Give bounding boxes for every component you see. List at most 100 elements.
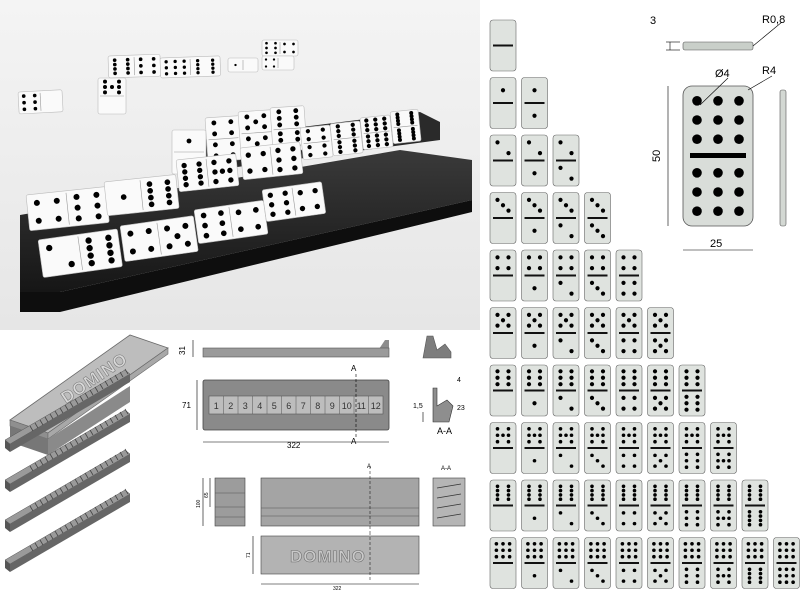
pip [200, 212, 207, 219]
pip [621, 280, 626, 285]
pip [759, 554, 764, 559]
photo-domino [37, 228, 123, 278]
pip [601, 493, 605, 497]
photo-domino [261, 181, 326, 222]
pip [727, 493, 731, 497]
pip [526, 323, 532, 328]
pip [501, 542, 505, 546]
pip [716, 573, 720, 578]
pip [148, 201, 155, 208]
pip [526, 548, 530, 553]
dim-hole: Ø4 [715, 68, 730, 80]
pip [590, 433, 594, 438]
pip [103, 79, 107, 84]
pip [532, 573, 537, 578]
pip [747, 576, 752, 580]
domino-tile [678, 364, 706, 417]
pip [595, 433, 600, 438]
pip [120, 194, 127, 200]
pip [507, 542, 512, 546]
photo-domino [175, 153, 240, 192]
pip [563, 318, 569, 323]
pip [652, 554, 656, 559]
pip [778, 554, 782, 559]
pip [791, 580, 795, 584]
pip [173, 59, 177, 64]
pip [664, 488, 668, 493]
pip [495, 382, 500, 387]
pip [747, 484, 752, 489]
pip [558, 266, 563, 271]
slot-number: 4 [257, 401, 262, 411]
pip [375, 138, 380, 143]
pip [558, 165, 563, 170]
pip [532, 401, 537, 406]
pip [728, 542, 732, 546]
pip [716, 493, 720, 497]
pip [396, 121, 401, 126]
photo-domino [261, 39, 299, 57]
pip [320, 127, 325, 132]
pip [173, 65, 178, 70]
domino-tile [710, 479, 737, 532]
tray-side-view: 31 [178, 340, 390, 358]
pip [196, 71, 200, 75]
pip [684, 458, 689, 463]
pip [621, 464, 626, 468]
pip [532, 113, 537, 118]
pip [307, 144, 312, 150]
pip [88, 259, 95, 267]
pip [727, 580, 731, 584]
pip [713, 96, 723, 106]
pip [244, 114, 250, 120]
slot-number: 3 [243, 401, 248, 411]
pip [526, 266, 532, 271]
pip [627, 542, 631, 546]
pip [182, 222, 189, 229]
pip [272, 58, 276, 61]
pip [532, 433, 537, 438]
pip [264, 58, 268, 61]
pip [684, 401, 689, 406]
pip [665, 548, 669, 553]
pip [352, 138, 357, 143]
pip [211, 70, 215, 74]
pip [312, 187, 318, 194]
pip [213, 178, 219, 185]
pip [684, 510, 689, 514]
pip [293, 114, 299, 120]
slot-number: 2 [228, 401, 233, 411]
pip [747, 518, 752, 523]
pip [664, 579, 668, 583]
pip [600, 234, 606, 239]
pip [602, 542, 606, 546]
pip [507, 554, 512, 559]
pip [621, 579, 626, 583]
pip [275, 147, 281, 154]
pip [495, 427, 500, 431]
pip [716, 497, 720, 502]
pip [558, 395, 563, 400]
pip [632, 266, 637, 271]
pip [632, 568, 637, 573]
pip [695, 573, 700, 578]
pip [228, 119, 234, 125]
pip [621, 312, 626, 317]
pip [621, 484, 626, 489]
photo-domino [389, 108, 422, 144]
pip [695, 580, 700, 584]
pip [600, 375, 606, 380]
pip [526, 197, 532, 202]
domino-tile [647, 537, 674, 589]
pip [621, 382, 626, 387]
pip [210, 58, 215, 62]
pip [321, 135, 326, 140]
pip [595, 401, 600, 406]
dim-tray-length: 322 [287, 441, 301, 450]
pip [253, 119, 259, 125]
pip [621, 255, 626, 260]
pip [411, 136, 416, 141]
pip [589, 338, 595, 343]
pip [299, 205, 306, 212]
